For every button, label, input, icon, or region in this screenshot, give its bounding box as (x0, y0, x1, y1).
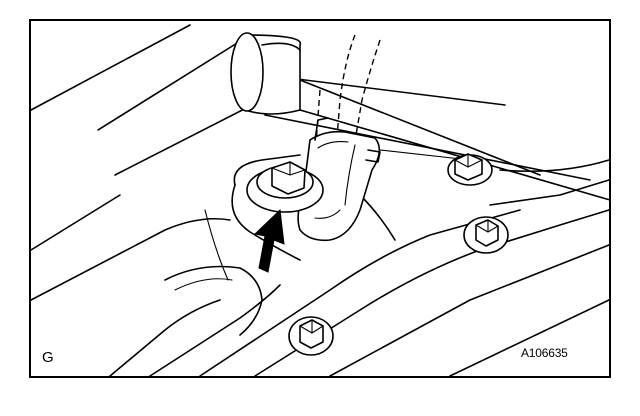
harness-lines (264, 74, 611, 201)
figure-border (29, 19, 611, 378)
view-letter: G (42, 349, 54, 366)
cylinder-part (230, 32, 302, 115)
figure-id: A106635 (521, 346, 568, 360)
hex-bolt-icon (447, 153, 493, 186)
arrow-up-icon (253, 208, 285, 273)
sensor-bolt (246, 161, 324, 213)
hex-bolt-icon (288, 316, 334, 356)
hex-bolt-icon (463, 216, 509, 254)
speed-sensor (297, 117, 381, 242)
